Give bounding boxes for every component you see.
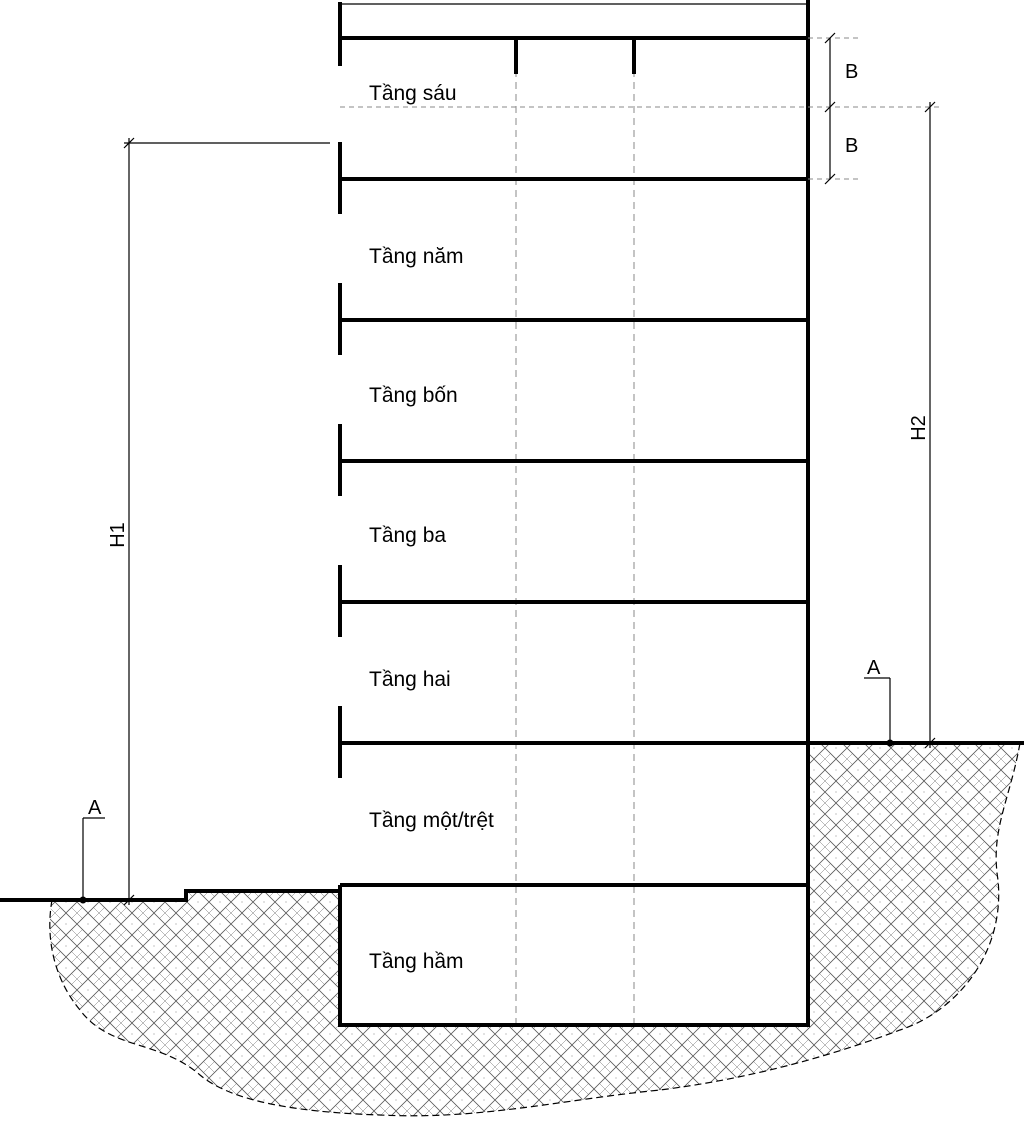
label-floor-5: Tầng năm <box>369 245 464 268</box>
label-b-lower: B <box>845 135 858 157</box>
dimension-h2 <box>924 101 936 749</box>
floor-slabs <box>338 142 808 778</box>
marker-a-left <box>79 817 105 904</box>
label-floor-2: Tầng hai <box>369 668 451 691</box>
label-floor-1: Tầng một/trệt <box>369 809 494 832</box>
marker-a-right <box>864 677 894 747</box>
label-h1: H1 <box>107 522 129 548</box>
label-b-upper: B <box>845 61 858 83</box>
label-a-left: A <box>88 797 102 819</box>
dimension-h1 <box>123 137 330 906</box>
label-floor-6: Tầng sáu <box>369 82 457 105</box>
dimension-b <box>340 32 940 185</box>
soil-hatch <box>49 743 1021 1116</box>
soil-boundary <box>49 742 1021 1117</box>
ground-line-left <box>0 889 340 902</box>
label-floor-3: Tầng ba <box>369 524 446 547</box>
label-h2: H2 <box>908 415 930 441</box>
label-basement: Tầng hầm <box>369 950 464 973</box>
basement-box <box>338 883 808 1027</box>
label-floor-4: Tầng bốn <box>369 384 458 407</box>
label-a-right: A <box>867 657 881 679</box>
